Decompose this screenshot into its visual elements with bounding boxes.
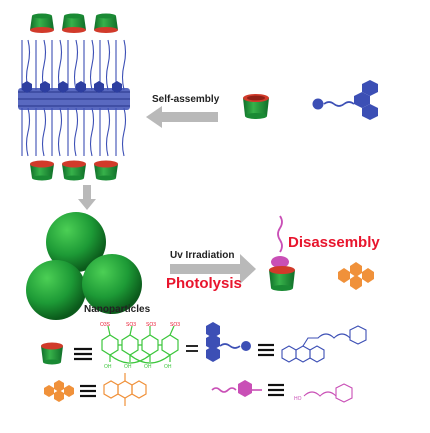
- uv-irradiation-label: Uv Irradiation: [170, 250, 235, 261]
- self-assembly-label: Self-assembly: [152, 94, 220, 105]
- legend-cup-icon: [41, 342, 63, 365]
- hydroxyl-label: OH: [164, 364, 172, 370]
- linker-hydroxyl-label: HO: [294, 396, 302, 402]
- cyclodextrin-cup-inverted: [94, 160, 118, 181]
- hydroxyl-label: OH: [124, 364, 132, 370]
- sulfonate-label: O3S: [100, 322, 111, 328]
- anthraquinone-fragment: [338, 262, 374, 290]
- equiv-sign: [74, 347, 92, 361]
- bilayer-head-hexagons: [22, 81, 122, 93]
- cup-with-linker: [269, 215, 295, 291]
- cyclodextrin-cup: [62, 13, 86, 33]
- sulfonated-macrocycle: [101, 325, 179, 364]
- bilayer-core: [18, 88, 130, 110]
- azo-guest-molecule: [312, 80, 378, 120]
- anthracene-pyridinium-structure: [281, 325, 367, 363]
- nanoparticle-sphere: [26, 260, 86, 320]
- legend-anthraquinone-icon: [44, 380, 74, 402]
- top-cup-row: [30, 13, 118, 33]
- bilayer-assembly: [21, 39, 127, 157]
- uv-irradiation-arrow: [170, 254, 256, 284]
- cyclodextrin-cup-inverted: [30, 160, 54, 181]
- sulfonate-label: SO3: [170, 322, 181, 328]
- anthraquinone-structure: [103, 373, 147, 406]
- legend-linker-icon: [211, 380, 262, 397]
- bottom-cup-row: [30, 160, 118, 181]
- photolysis-label: Photolysis: [166, 275, 242, 292]
- equiv-sign: [268, 383, 284, 397]
- equiv-sign: [258, 343, 274, 357]
- cyclodextrin-cup-inverted: [62, 160, 86, 181]
- pyridinium-linker-structure: [303, 383, 353, 403]
- self-assembly-arrow: [146, 106, 218, 128]
- hydroxyl-label: OH: [144, 364, 152, 370]
- nanoparticles-label: Nanoparticles: [84, 304, 151, 315]
- cyclodextrin-cup: [94, 13, 118, 33]
- sulfonate-label: SO3: [126, 322, 137, 328]
- cyclodextrin-cup: [30, 13, 54, 33]
- nanoparticle-sphere: [46, 212, 106, 272]
- cyclodextrin-cup: [243, 94, 269, 119]
- down-arrow: [78, 185, 96, 210]
- nanoparticles: [26, 212, 142, 320]
- legend-guest-icon: [206, 322, 251, 362]
- equiv-sign: [80, 384, 96, 398]
- nanoparticle-sphere: [82, 254, 142, 314]
- disassembly-label: Disassembly: [288, 234, 380, 251]
- hydroxyl-label: OH: [104, 364, 112, 370]
- sulfonate-label: SO3: [146, 322, 157, 328]
- equiv-sign: [186, 345, 198, 352]
